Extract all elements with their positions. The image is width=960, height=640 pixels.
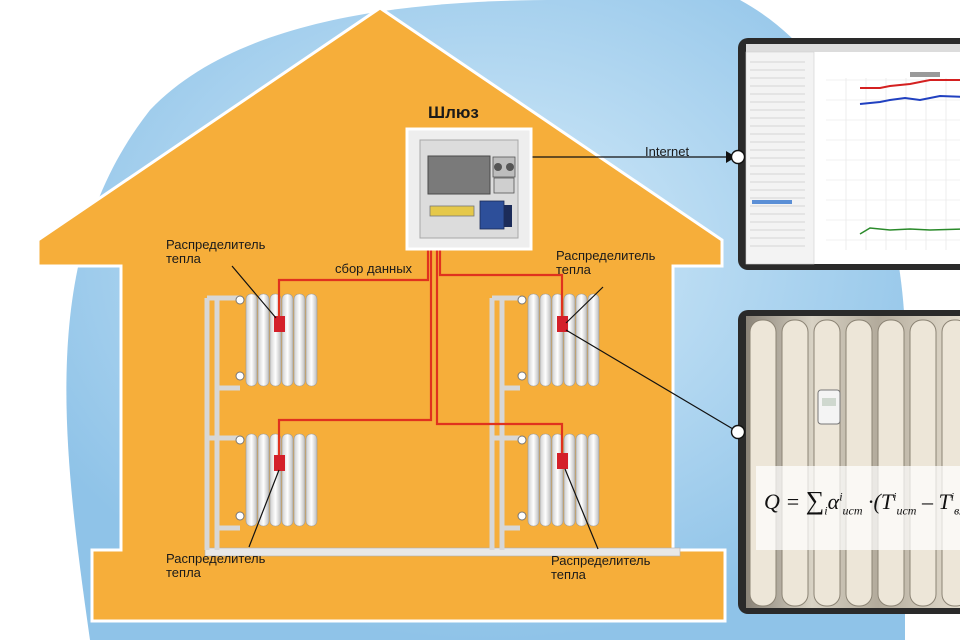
heat-formula: Q = ∑iαiист ·(Tiист – Tiвх bbox=[764, 486, 960, 518]
formula-t1: T bbox=[880, 489, 894, 514]
distributor-label-top-left: Распределитель тепла bbox=[166, 238, 265, 266]
formula-t1-sub: ист bbox=[896, 503, 917, 518]
distributor-label-top-right: Распределитель тепла bbox=[556, 249, 655, 277]
data-wires bbox=[277, 250, 564, 458]
distributor-label-bottom-left: Распределитель тепла bbox=[166, 552, 265, 580]
formula-dot: ·( bbox=[862, 489, 881, 514]
distributor-label-line1: Распределитель bbox=[556, 248, 656, 263]
formula-t2-sub: вх bbox=[954, 503, 960, 518]
data-collection-label: сбор данных bbox=[335, 261, 413, 276]
distributor-label-bottom-right: Распределитель тепла bbox=[551, 554, 650, 582]
formula-sum-index: i bbox=[824, 503, 828, 518]
floor-line bbox=[204, 547, 681, 557]
formula-t2-sup: i bbox=[950, 489, 955, 504]
heat-sensor-bottom-right bbox=[557, 453, 568, 469]
internet-label: Internet bbox=[645, 144, 690, 159]
connector-dot-bottom bbox=[730, 424, 746, 440]
formula-t2: T bbox=[938, 489, 951, 514]
heat-sensor-bottom-left bbox=[274, 455, 285, 471]
distributor-label-line2: тепла bbox=[166, 565, 201, 580]
heat-sensor-top-left bbox=[274, 316, 285, 332]
distributor-label-line2: тепла bbox=[166, 251, 201, 266]
formula-t1-sup: i bbox=[893, 489, 897, 504]
formula-minus: – bbox=[916, 489, 939, 514]
distributor-label-line2: тепла bbox=[556, 262, 591, 277]
formula-alpha: α bbox=[827, 489, 840, 514]
distributor-label-line1: Распределитель bbox=[166, 237, 266, 252]
gateway-title: Шлюз bbox=[428, 103, 479, 122]
heat-sensor-top-right bbox=[557, 316, 568, 332]
connector-dot-top bbox=[730, 149, 746, 165]
formula-alpha-sub: ист bbox=[842, 503, 863, 518]
radiator-top-right bbox=[517, 291, 603, 387]
distributor-label-line1: Распределитель bbox=[166, 551, 266, 566]
software-screenshot-panel bbox=[738, 38, 960, 270]
formula-sum-symbol: ∑ bbox=[805, 486, 825, 515]
distributor-label-line2: тепла bbox=[551, 567, 586, 582]
leader-lines bbox=[231, 156, 739, 550]
radiator-bottom-right bbox=[517, 431, 603, 527]
radiator-photo-panel bbox=[738, 310, 960, 614]
distributor-label-line1: Распределитель bbox=[551, 553, 651, 568]
gateway-cabinet bbox=[405, 127, 533, 251]
formula-alpha-sup: i bbox=[839, 489, 843, 504]
formula-lhs: Q = bbox=[764, 489, 806, 514]
